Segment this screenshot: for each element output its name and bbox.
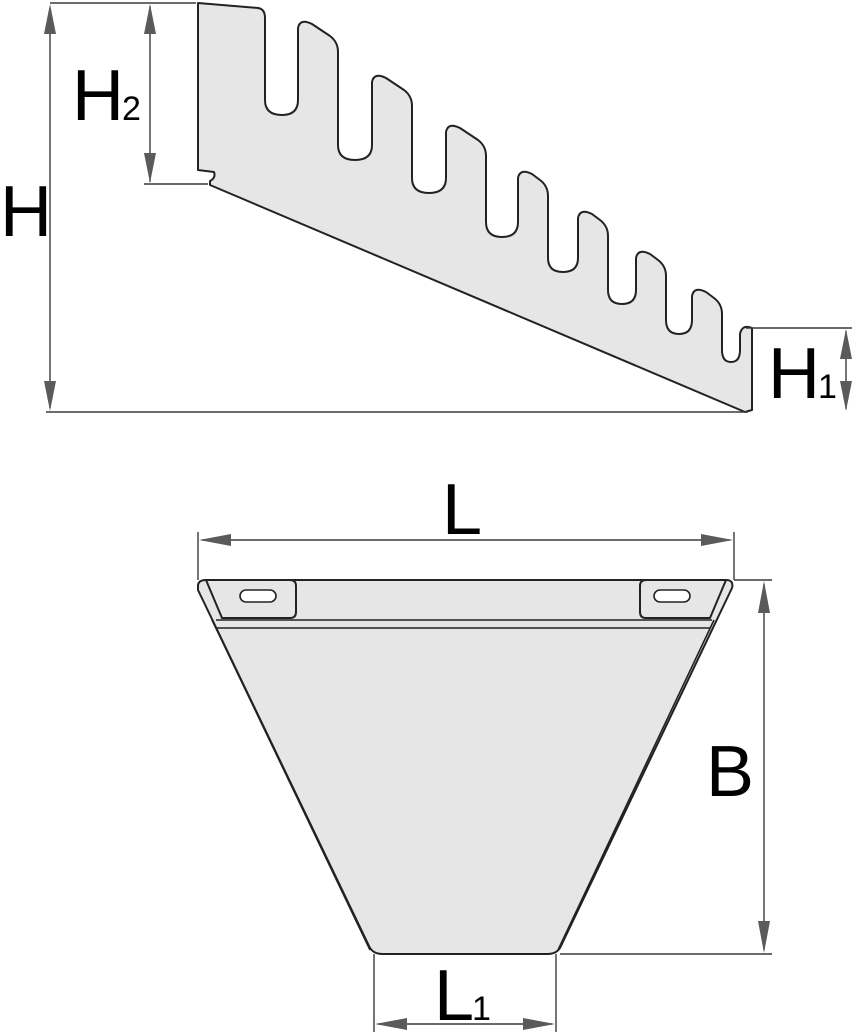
label-h2-sub: 2: [122, 90, 141, 128]
dimension-arrow-h-top: [44, 4, 56, 34]
label-l1-sub: 1: [472, 990, 491, 1028]
mounting-slot-left: [239, 589, 277, 603]
label-l1-main: L: [434, 956, 474, 1032]
dimension-arrow-h2-top: [144, 4, 156, 34]
side-view: H H2 H1: [0, 2, 852, 414]
label-h1: H1: [768, 334, 837, 414]
label-h1-main: H: [768, 334, 820, 414]
dimension-arrow-l1-right: [523, 1018, 555, 1030]
bracket-top-inner-edge: [211, 619, 715, 951]
dimension-arrow-h2-bottom: [144, 153, 156, 183]
label-l1: L1: [434, 956, 491, 1032]
label-h: H: [0, 172, 52, 252]
dimension-arrow-l-left: [199, 534, 231, 546]
dimension-arrow-l1-left: [375, 1018, 407, 1030]
dimension-arrow-h1-bottom: [840, 381, 852, 411]
dimension-arrow-b-bottom: [758, 921, 770, 953]
label-h1-sub: 1: [818, 368, 837, 406]
label-b: B: [706, 732, 754, 812]
dimension-arrow-h-bottom: [44, 381, 56, 411]
top-view: L B L1: [197, 470, 772, 1032]
label-l: L: [442, 470, 482, 550]
bracket-top-body: [197, 579, 734, 955]
dimension-arrow-b-top: [758, 581, 770, 613]
label-h2: H2: [72, 56, 141, 136]
label-h2-main: H: [72, 56, 124, 136]
dimension-arrow-l-right: [701, 534, 733, 546]
bracket-side-profile: [197, 2, 753, 413]
dimension-arrow-h1-top: [840, 329, 852, 359]
mounting-slot-right: [653, 589, 691, 603]
